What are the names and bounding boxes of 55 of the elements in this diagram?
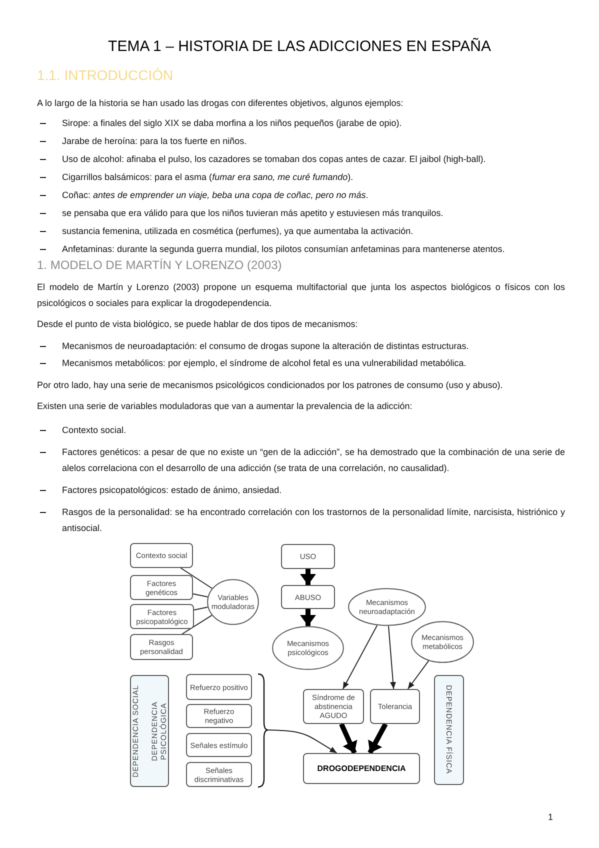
list-item: Contexto social. xyxy=(62,424,128,437)
arrow xyxy=(339,722,358,754)
process-box xyxy=(130,543,193,568)
side-panel xyxy=(130,675,169,787)
process-box xyxy=(130,604,194,629)
process-box xyxy=(281,585,335,609)
paragraph: Por otro lado, hay una serie de mecanismos psicológicos condicionados por los patrones de consumo (uso y abuso). xyxy=(37,379,504,392)
process-box xyxy=(186,733,252,757)
paragraph: A lo largo de la historia se han usado las drogas con diferentes objetivos, algunos ejemplos: xyxy=(37,97,404,110)
ellipse-node xyxy=(272,626,344,670)
process-box xyxy=(281,544,335,569)
list-item: Anfetaminas: durante la segunda guerra mundial, los pilotos consumían anfetaminas para mantenerse atentos. xyxy=(62,243,506,256)
arrow xyxy=(368,722,388,754)
list-item: Mecanismos metabólicos: por ejemplo, el síndrome de alcohol fetal es una vulnerabilidad metabólica. xyxy=(62,357,468,370)
list-item: Jarabe de heroína: para la tos fuerte en niños. xyxy=(62,135,248,148)
result-box xyxy=(303,753,420,784)
list-item: Factores psicopatológicos: estado de ánimo, ansiedad. xyxy=(62,484,283,497)
paragraph: El modelo de Martín y Lorenzo (2003) propone un esquema multifactorial que junta los aspectos biológicos o físicos con los psicológicos o sociales para explicar la drogodependencia. xyxy=(37,281,565,310)
connector-line xyxy=(194,606,208,610)
page-title: TEMA 1 – HISTORIA DE LAS ADICCIONES EN ESPAÑA xyxy=(107,38,492,56)
process-box xyxy=(303,689,364,724)
arrow xyxy=(407,660,430,690)
ellipse-node xyxy=(207,579,259,625)
process-box xyxy=(130,634,193,660)
connector-line xyxy=(192,593,208,598)
side-panel xyxy=(434,675,464,785)
ellipse-node xyxy=(411,621,474,663)
process-box xyxy=(370,689,420,724)
list-item: se pensaba que era válido para que los niños tuvieran más apetito y estuviesen más tranquilos. xyxy=(62,207,444,220)
list-item: Uso de alcohol: afinaba el pulso, los cazadores se tomaban dos copas antes de cazar. El jaibol (high-ball). xyxy=(62,153,487,166)
arrow xyxy=(388,625,396,690)
list-item: Rasgos de la personalidad: se ha encontrado correlación con los trastornos de la personalidad límite, narcisista, histriónico y antisocial. xyxy=(62,506,565,535)
section-heading: 1.1. INTRODUCCIÓN xyxy=(37,66,174,84)
process-box xyxy=(130,575,193,600)
section-heading: 1. MODELO DE MARTÍN Y LORENZO (2003) xyxy=(37,257,283,273)
list-item: sustancia femenina, utilizada en cosmética (perfumes), ya que aumentaba la activación. xyxy=(62,225,414,238)
process-box xyxy=(186,762,252,787)
process-box xyxy=(186,704,252,728)
list-item: Factores genéticos: a pesar de que no existe un “gen de la adicción”, se ha demostrado que la combinación de una serie de alelos correlaciona con el desarrollo de una adicción (se trata de una correlación, no causalidad). xyxy=(62,446,565,475)
paragraph: Desde el punto de vista biológico, se puede hablar de dos tipos de mecanismos: xyxy=(37,318,359,331)
arrow xyxy=(342,624,378,690)
node-label: DROGODEPENDENCIA xyxy=(316,764,407,773)
process-box xyxy=(186,674,252,700)
connector-line xyxy=(182,614,212,634)
curved-arrow xyxy=(268,730,338,754)
list-item: Mecanismos de neuroadaptación: el consumo de drogas supone la alteración de distintas estructuras. xyxy=(62,340,470,353)
paragraph: Existen una serie de variables moduladoras que van a aumentar la prevalencia de la adicción: xyxy=(37,400,414,413)
arrow xyxy=(300,609,316,626)
connector-line xyxy=(180,568,213,589)
list-item: Sirope: a finales del siglo XIX se daba morfina a los niños pequeños (jarabe de opio). xyxy=(62,117,403,130)
list-item: Cigarrillos balsámicos: para el asma (fumar era sano, me curé fumando). xyxy=(62,171,354,184)
arrow xyxy=(300,569,316,585)
ellipse-node xyxy=(348,588,426,626)
page-number: 1 xyxy=(548,811,554,824)
list-item: Coñac: antes de emprender un viaje, beba una copa de coñac, pero no más. xyxy=(62,189,370,202)
